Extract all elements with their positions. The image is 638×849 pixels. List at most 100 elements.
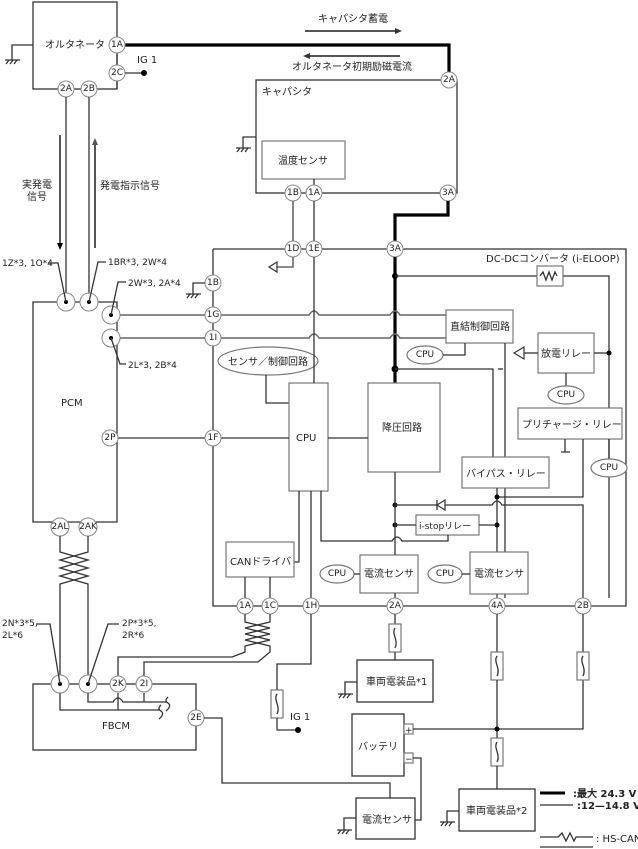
- svg-text:CPU: CPU: [436, 569, 454, 579]
- svg-text:1A: 1A: [308, 188, 321, 198]
- step-down-circuit-box: [367, 382, 441, 473]
- svg-text:: HS-CAN: : HS-CAN: [596, 834, 638, 845]
- dcdc-box: [212, 248, 627, 607]
- ground-icon: [561, 439, 570, 453]
- svg-text:3A: 3A: [442, 188, 455, 198]
- cpu-block: [288, 382, 329, 492]
- alternator-excite-label: オルタネータ初期励磁電流: [292, 60, 412, 73]
- svg-text:車両電装品*1: 車両電装品*1: [366, 675, 427, 688]
- pcm-pin-label: 2L*3, 2B*4: [128, 361, 177, 371]
- signal-ground-icon: [512, 345, 525, 361]
- fbcm-pin-label: 2L*6: [2, 631, 23, 641]
- ground-icon: [338, 681, 357, 699]
- ig1-terminal-icon: [141, 70, 147, 76]
- ground-icon: [337, 817, 356, 835]
- temp-sensor-box: [261, 140, 346, 180]
- svg-text:2A: 2A: [60, 84, 73, 94]
- svg-text:CANドライバ: CANドライバ: [230, 556, 291, 568]
- ig1-terminal-icon: [295, 727, 301, 733]
- svg-text:1D: 1D: [287, 244, 300, 254]
- ground-icon: [5, 44, 33, 65]
- ground-icon: [236, 136, 256, 153]
- alternator-box: [32, 1, 118, 90]
- svg-text:バッテリ: バッテリ: [358, 741, 398, 753]
- svg-text:センサ／制御回路: センサ／制御回路: [228, 355, 308, 368]
- pcm-pin-2p: [101, 429, 119, 447]
- svg-text:CPU: CPU: [328, 569, 346, 579]
- ig1-label: IG 1: [137, 55, 157, 66]
- direct-control-box: [445, 309, 514, 344]
- ig1-label: IG 1: [290, 712, 310, 723]
- svg-text:1I: 1I: [209, 333, 217, 343]
- svg-text:CPU: CPU: [557, 390, 575, 400]
- svg-text:2C: 2C: [111, 68, 123, 78]
- svg-text:1H: 1H: [305, 601, 318, 611]
- fbcm-pin-2k: [109, 675, 127, 693]
- svg-text:FBCM: FBCM: [102, 721, 130, 732]
- vehicle-load-2-box: [458, 788, 536, 832]
- dcdc-label: DC-DCコンバータ (i-ELOOP): [486, 253, 620, 265]
- bypass-relay-box: [461, 456, 550, 489]
- vehicle-load-1-box: [356, 659, 434, 703]
- svg-text:2AL: 2AL: [52, 522, 69, 532]
- svg-text:1E: 1E: [308, 244, 320, 254]
- svg-text:2B: 2B: [577, 601, 589, 611]
- svg-text:2I: 2I: [140, 679, 148, 689]
- dc-pin-1f: [204, 429, 222, 447]
- svg-text:バイパス・リレー: バイパス・リレー: [466, 468, 546, 480]
- svg-text:−: −: [405, 755, 413, 765]
- svg-text:1F: 1F: [208, 433, 219, 443]
- svg-text:1C: 1C: [264, 601, 276, 611]
- svg-text:4A: 4A: [491, 601, 504, 611]
- pcm-pin-label: 1Z*3, 1O*4: [2, 259, 53, 269]
- svg-text:2K: 2K: [112, 679, 125, 689]
- svg-text:2E: 2E: [190, 713, 202, 723]
- svg-text:CPU: CPU: [296, 433, 316, 444]
- svg-text:実発電: 実発電: [22, 178, 52, 191]
- svg-text:2A: 2A: [443, 75, 456, 85]
- svg-text:CPU: CPU: [600, 463, 618, 473]
- svg-text:1A: 1A: [239, 601, 252, 611]
- pcm-pin-label: 1BR*3, 2W*4: [108, 258, 167, 268]
- cpu-badge: [547, 385, 585, 405]
- fbcm-pin-label: 2R*6: [122, 631, 144, 641]
- hs-can-twisted-pair: [57, 536, 91, 684]
- precharge-relay-box: [517, 407, 623, 440]
- svg-text::12—14.8 V: :12—14.8 V: [577, 801, 638, 812]
- svg-text:降圧回路: 降圧回路: [382, 421, 422, 434]
- svg-text:3A: 3A: [389, 244, 402, 254]
- pcm-pin-label: 2W*3, 2A*4: [128, 279, 181, 289]
- svg-text:発電指示信号: 発電指示信号: [100, 179, 160, 192]
- cpu-badge: [590, 458, 628, 478]
- battery-current-sensor-box: [355, 797, 416, 840]
- sensor-control-circuit: [217, 346, 319, 376]
- svg-text:CPU: CPU: [416, 350, 434, 360]
- svg-text:PCM: PCM: [61, 398, 83, 409]
- svg-text:2A: 2A: [389, 601, 402, 611]
- pin-1a: [108, 36, 126, 54]
- ground-icon: [440, 810, 459, 827]
- legend: :最大 24.3 V :12—14.8 V : HS-CAN: [540, 787, 638, 848]
- svg-text:電流センサ: 電流センサ: [474, 567, 524, 580]
- ground-icon: [186, 282, 205, 299]
- svg-text:2AK: 2AK: [79, 522, 98, 532]
- legend-hs-can-icon: [540, 831, 593, 848]
- signal-ground-icon: [267, 260, 278, 274]
- svg-text:プリチャージ・リレー: プリチャージ・リレー: [522, 419, 622, 431]
- fbcm-pin-label: 2P*3*5,: [122, 619, 156, 629]
- svg-text:温度センサ: 温度センサ: [278, 154, 328, 167]
- can-driver-box: [225, 541, 295, 578]
- capacitor-charge-label: キャパシタ蓄電: [318, 13, 388, 25]
- battery-box: [351, 713, 405, 777]
- discharge-relay-box: [537, 332, 595, 374]
- current-sensor-box: [359, 554, 419, 594]
- svg-text:1B: 1B: [207, 278, 219, 288]
- svg-text:2P: 2P: [104, 433, 116, 443]
- svg-text:1G: 1G: [207, 310, 220, 320]
- svg-text::最大 24.3 V: :最大 24.3 V: [573, 787, 637, 800]
- cap-pin-2a: [440, 71, 458, 89]
- svg-text:2B: 2B: [83, 84, 95, 94]
- current-sensor-box: [469, 551, 529, 595]
- svg-text:キャパシタ: キャパシタ: [262, 86, 312, 98]
